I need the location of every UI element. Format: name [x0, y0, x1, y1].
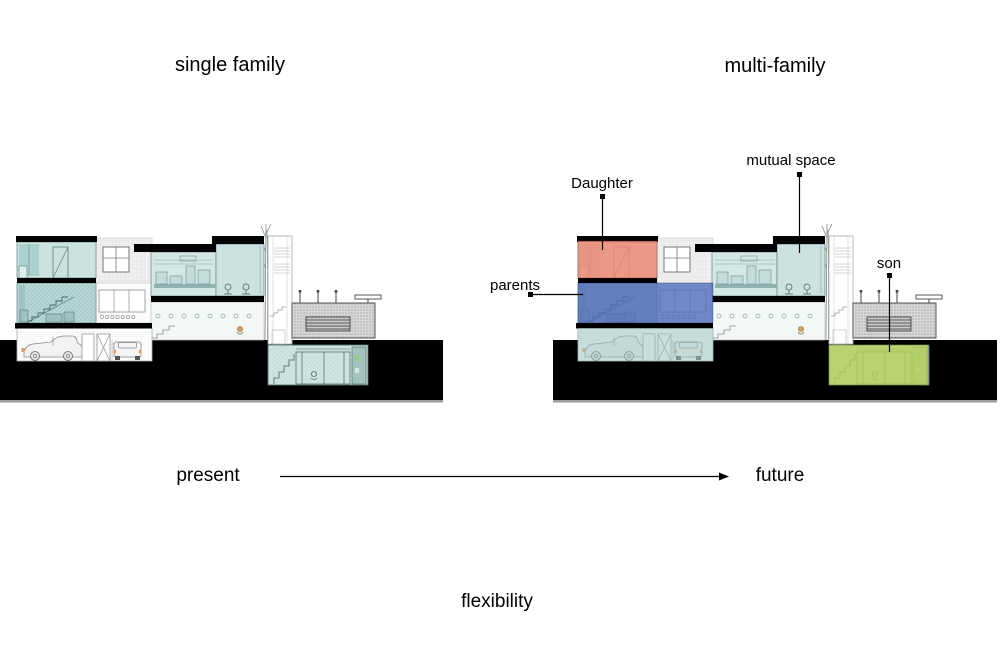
son-unit-overlay	[828, 344, 929, 386]
daughter-unit-overlay	[577, 240, 658, 279]
parents-unit-overlay	[577, 282, 714, 324]
label-present: present	[176, 465, 240, 486]
label-son: son	[876, 255, 902, 272]
son-leader-line	[887, 273, 892, 352]
daughter-leader-line	[600, 194, 605, 250]
mutual-space-leader-line	[797, 172, 802, 253]
shared-garage-overlay	[578, 328, 713, 361]
title-multi-family: multi-family	[724, 55, 826, 77]
timeline-arrow	[280, 472, 729, 481]
title-single-family: single family	[174, 54, 286, 76]
unit-overlays	[577, 240, 929, 386]
label-mutual-space: mutual space	[746, 152, 836, 169]
parents-leader-line	[528, 292, 583, 297]
label-flexibility: flexibility	[461, 591, 533, 612]
label-daughter: Daughter	[571, 175, 633, 192]
label-future: future	[755, 465, 805, 486]
label-parents: parents	[489, 277, 541, 294]
